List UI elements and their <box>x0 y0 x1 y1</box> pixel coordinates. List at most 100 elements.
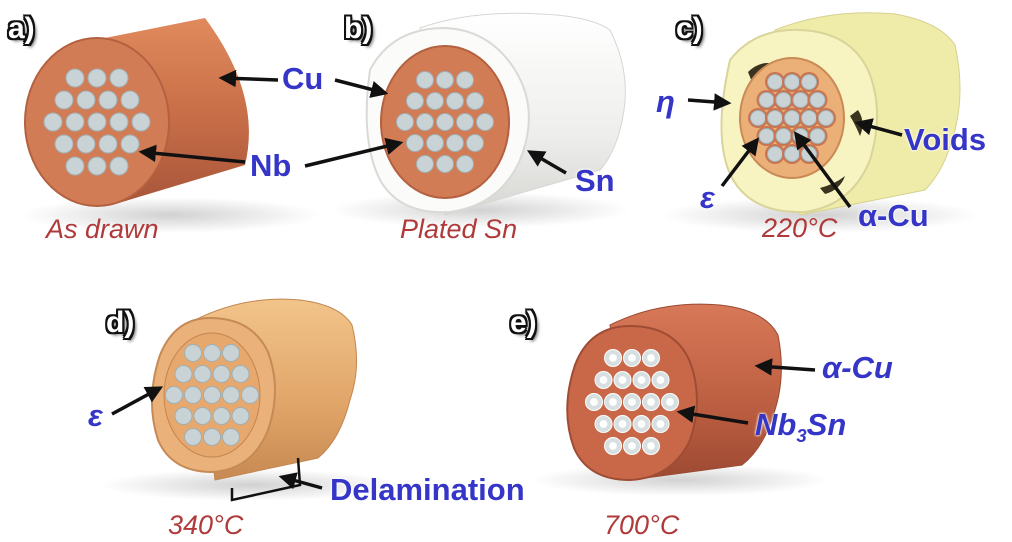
nb-filament <box>193 407 212 425</box>
nb-filament <box>426 92 444 110</box>
filament-core <box>628 442 636 450</box>
nb-filament <box>76 90 96 110</box>
nb-filament <box>775 128 792 144</box>
nb-filament <box>184 386 202 404</box>
arrow-cu-b <box>334 78 389 98</box>
nb-filament <box>784 146 800 162</box>
nb-filament <box>426 134 444 152</box>
bracket-delamination <box>230 457 302 502</box>
arrow-sn-b <box>526 150 567 175</box>
nb-filament <box>809 128 826 144</box>
filament-core <box>666 398 674 406</box>
nb-filament <box>446 134 464 152</box>
nb-filament <box>109 156 129 176</box>
nb-filament <box>120 90 140 110</box>
panel-b-nb-filaments <box>396 71 494 173</box>
panel-label-d: d) <box>106 306 135 339</box>
nb-filament <box>767 110 783 126</box>
caption-700c: 700°C <box>604 510 680 540</box>
nb-filament <box>65 156 85 176</box>
filament-core <box>647 442 655 450</box>
nb-filament <box>109 112 129 132</box>
nb-filament <box>65 112 85 132</box>
panel-label-b: b) <box>344 12 373 45</box>
nb-filament <box>109 68 129 88</box>
arrows <box>111 69 903 502</box>
nb-filament <box>203 344 221 362</box>
panel-a-wire <box>20 18 320 233</box>
filament-core <box>599 420 608 428</box>
nb-filament <box>54 90 74 110</box>
nb-filament <box>184 428 202 446</box>
nb-filament <box>446 92 464 110</box>
nb-filament <box>87 68 107 88</box>
arrow-epsilon-d <box>111 386 164 416</box>
panel-e-wire <box>530 303 830 496</box>
label-eta: η <box>656 84 675 119</box>
arrow-voids-c <box>854 118 903 137</box>
arrow-nb-a <box>138 144 246 164</box>
label-epsilon-d: ε <box>88 398 103 433</box>
nb-filament <box>222 344 240 362</box>
filament-core <box>609 442 617 450</box>
nb-filament <box>784 74 800 90</box>
label-alpha-cu-e: α-Cu <box>822 350 893 385</box>
nb-filament <box>87 156 107 176</box>
label-epsilon-c: ε <box>700 180 715 215</box>
nb-filament <box>456 155 474 173</box>
nb-filament <box>801 74 817 90</box>
nb-filament <box>193 365 212 383</box>
panel-label-e: e) <box>510 306 537 339</box>
label-alpha-cu-c: α-Cu <box>858 198 929 233</box>
nb-filament <box>436 71 454 89</box>
filament-core <box>618 376 627 384</box>
arrow-delamination <box>278 472 323 490</box>
nb-filament <box>76 134 96 154</box>
filament-core <box>656 420 665 428</box>
nb-filament <box>416 113 434 131</box>
nb-filament <box>456 71 474 89</box>
nb-filament <box>120 134 140 154</box>
panel-c-nb-filaments <box>748 72 836 164</box>
label-delamination: Delamination <box>330 472 525 507</box>
nb-filament <box>750 110 766 126</box>
nb-filament <box>406 134 424 152</box>
filament-core <box>647 354 655 362</box>
label-sn: Sn <box>575 163 615 198</box>
arrow-alphacu-c <box>793 131 852 209</box>
nb-filament <box>174 365 193 383</box>
filament-core <box>628 354 636 362</box>
panel-a-nb-filaments <box>43 68 151 176</box>
filament-core <box>628 398 636 406</box>
nb-filament <box>231 365 250 383</box>
nb-filament <box>784 110 800 126</box>
label-nb: Nb <box>250 148 292 183</box>
arrow-eta-c <box>687 93 732 111</box>
nb-filament <box>396 113 414 131</box>
nb-filament <box>98 90 118 110</box>
filament-core <box>599 376 608 384</box>
nb-filament <box>98 134 118 154</box>
panel-e-nb3sn-filaments <box>585 349 679 455</box>
caption-340c: 340°C <box>168 510 244 540</box>
label-cu: Cu <box>282 61 324 96</box>
nb-filament <box>165 386 183 404</box>
nb-filament <box>767 74 783 90</box>
label-nb3sn: Nb3Sn <box>755 407 847 447</box>
arrow-epsilon-c <box>720 137 760 188</box>
nb-filament <box>416 155 434 173</box>
caption-plated-sn: Plated Sn <box>400 214 518 244</box>
nb-filament <box>212 407 231 425</box>
nb-filament <box>184 344 202 362</box>
panel-d-wire <box>100 298 400 501</box>
filament-core <box>618 420 627 428</box>
arrow-cu-a <box>218 69 279 88</box>
panel-d-nb-filaments <box>165 344 259 446</box>
caption-as-drawn: As drawn <box>46 214 159 244</box>
caption-220c: 220°C <box>762 213 838 243</box>
nb-filament <box>758 128 775 144</box>
nb-filament <box>416 71 434 89</box>
arrow-nb3sn-e <box>676 405 749 425</box>
nb-filament <box>406 92 424 110</box>
filament-core <box>609 354 617 362</box>
